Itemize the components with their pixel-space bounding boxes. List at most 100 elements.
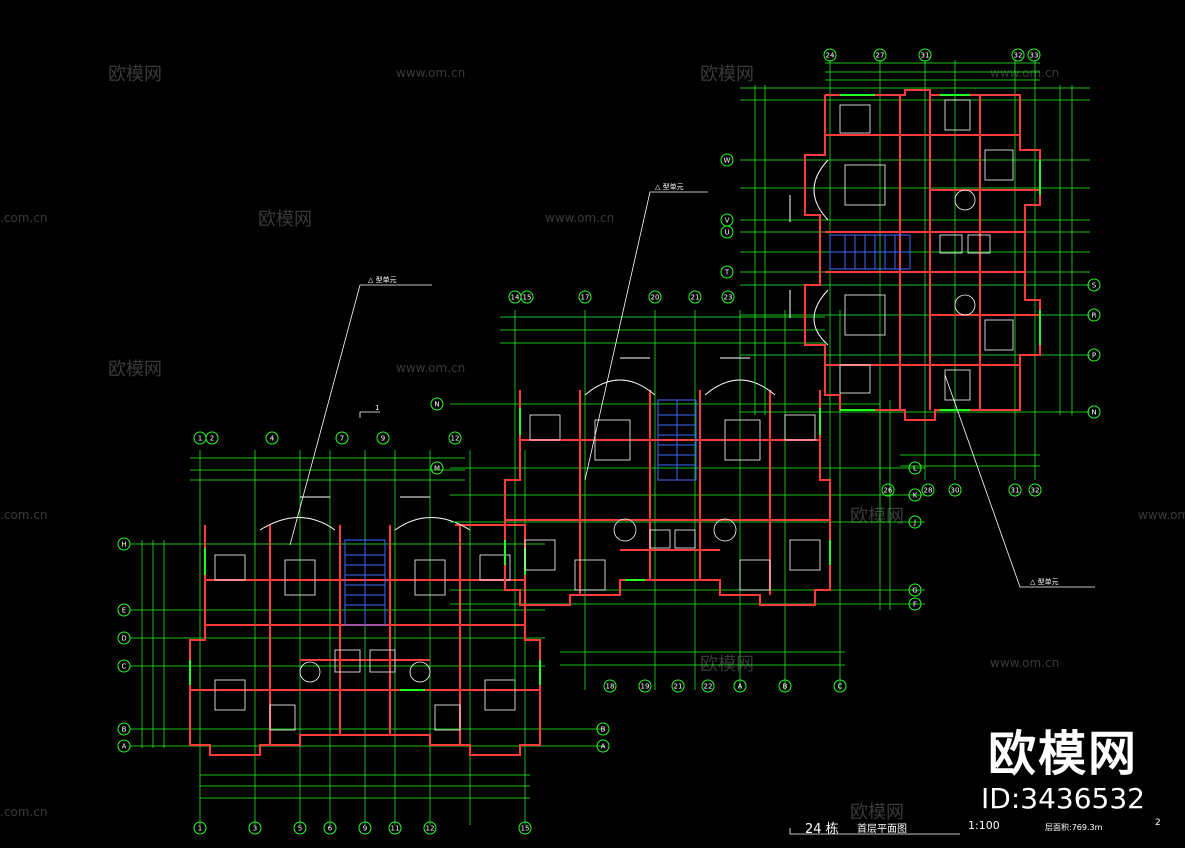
grid-bubble-label: 20 bbox=[651, 294, 660, 302]
annotation-leaders bbox=[289, 191, 1095, 588]
grid-bubble-circle bbox=[205, 431, 219, 445]
grid-bubble-middle-rows: K bbox=[908, 488, 922, 502]
grid-bubble-left-rows: E bbox=[117, 603, 131, 617]
grid-bubble-left-rows: C bbox=[117, 659, 131, 673]
grid-bubble-label: E bbox=[122, 607, 126, 615]
grid-bubble-middle-top: 15 bbox=[520, 290, 534, 304]
grid-bubble-right-rows: S bbox=[1087, 278, 1101, 292]
grid-bubble-circle bbox=[948, 483, 962, 497]
grid-bubble-label: K bbox=[913, 492, 918, 500]
unit-type-label: △ 型单元 bbox=[655, 182, 684, 191]
grid-bubble-circle bbox=[638, 679, 652, 693]
grid-bubble-circle bbox=[701, 679, 715, 693]
grid-bubble-bottom-left: 11 bbox=[388, 821, 402, 835]
grid-bubble-circle bbox=[335, 431, 349, 445]
title-scale: 1:100 bbox=[968, 819, 1000, 832]
grid-bubble-right-bottom: 31 bbox=[1008, 483, 1022, 497]
grid-bubble-circle bbox=[578, 290, 592, 304]
watermark-cn: 欧模网 bbox=[850, 506, 904, 527]
grid-bubble-circle bbox=[908, 461, 922, 475]
right-bays bbox=[789, 159, 829, 346]
brand-name: 欧模网 bbox=[988, 726, 1139, 782]
watermark-url: www.om.cn bbox=[990, 66, 1059, 80]
grid-bubble-label: D bbox=[121, 635, 126, 643]
grid-bubble-circle bbox=[423, 821, 437, 835]
grid-bubble-bottom-left: 3 bbox=[248, 821, 262, 835]
grid-bubble-label: N bbox=[434, 401, 439, 409]
grid-bubble-circle bbox=[376, 431, 390, 445]
grid-bubble-label: 22 bbox=[704, 683, 713, 691]
grid-bubble-circle bbox=[671, 679, 685, 693]
grid-bubble-label: 32 bbox=[1031, 487, 1040, 495]
right-windows bbox=[840, 94, 1041, 411]
watermark-layer: 欧模网 www.om.cn 欧模网 www.om.cn 欧模网 www.om.c… bbox=[0, 64, 1185, 823]
grid-bubble-label: M bbox=[434, 465, 440, 473]
grid-bubble-label: 31 bbox=[1011, 487, 1020, 495]
grid-bubble-circle bbox=[908, 488, 922, 502]
grid-bubble-middle-bottom: 22 bbox=[701, 679, 715, 693]
watermark-cn: 欧模网 bbox=[700, 64, 754, 85]
title-building: 24 栋 bbox=[805, 822, 839, 837]
grid-bubble-label: N bbox=[1091, 409, 1096, 417]
grid-bubble-left-rows: A bbox=[117, 739, 131, 753]
grid-bubble-top-left: 12 bbox=[448, 431, 462, 445]
grid-bubble-label: U bbox=[724, 229, 729, 237]
grid-bubble-top-left: 7 bbox=[335, 431, 349, 445]
grid-bubble-right-top: 33 bbox=[1027, 48, 1041, 62]
grid-bubble-circle bbox=[430, 461, 444, 475]
grid-bubble-circle bbox=[293, 821, 307, 835]
grid-bubble-right-rows-left-block: B bbox=[596, 722, 610, 736]
title-sheet: 2 bbox=[1155, 818, 1161, 828]
grid-bubble-circle bbox=[1008, 483, 1022, 497]
grid-bubble-label: 1 bbox=[198, 825, 202, 833]
watermark-url: www.om.cn bbox=[396, 361, 465, 375]
grid-bubble-circle bbox=[720, 225, 734, 239]
grid-bubble-circle bbox=[518, 821, 532, 835]
watermark-url: .com.cn bbox=[0, 805, 47, 819]
grid-bubble-left-rows: B bbox=[117, 722, 131, 736]
grid-bubble-middle-rows: F bbox=[908, 597, 922, 611]
grid-bubble-left-rows: H bbox=[117, 537, 131, 551]
grid-bubble-label: B bbox=[601, 726, 606, 734]
grid-bubble-label: 28 bbox=[924, 487, 933, 495]
grid-bubble-circle bbox=[881, 483, 895, 497]
middle-building-block bbox=[450, 310, 925, 690]
grid-bubble-label: 9 bbox=[381, 435, 385, 443]
grid-bubble-label: 14 bbox=[511, 294, 520, 302]
grid-bubble-circle bbox=[721, 290, 735, 304]
grid-bubble-label: 18 bbox=[606, 683, 615, 691]
grid-bubble-right-rows: P bbox=[1087, 348, 1101, 362]
grid-bubble-circle bbox=[430, 397, 444, 411]
grid-bubble-middle-bottom: A bbox=[733, 679, 747, 693]
grid-bubble-label: F bbox=[913, 601, 917, 609]
brand-logo: 欧模网 ID:3436532 bbox=[981, 726, 1145, 816]
grid-bubble-label: L bbox=[913, 465, 917, 473]
grid-bubble-circle bbox=[1087, 278, 1101, 292]
middle-bays bbox=[584, 357, 776, 396]
grid-bubble-right-rows: U bbox=[720, 225, 734, 239]
left-stair bbox=[344, 539, 386, 626]
grid-bubble-label: H bbox=[121, 541, 126, 549]
grid-bubble-right-rows: W bbox=[720, 153, 734, 167]
grid-bubble-circle bbox=[117, 537, 131, 551]
grid-bubble-label: 7 bbox=[340, 435, 344, 443]
watermark-url: .com.cn bbox=[0, 211, 47, 225]
left-building-block bbox=[130, 450, 605, 825]
grid-bubble-label: 27 bbox=[876, 52, 885, 60]
grid-bubble-label: 30 bbox=[951, 487, 960, 495]
grid-bubble-circle bbox=[193, 821, 207, 835]
grid-bubble-label: 9 bbox=[363, 825, 367, 833]
watermark-url: www.om.cn bbox=[396, 66, 465, 80]
grid-bubble-label: 21 bbox=[674, 683, 683, 691]
brand-id: ID:3436532 bbox=[981, 782, 1145, 815]
grid-bubble-label: 24 bbox=[826, 52, 835, 60]
grid-bubble-label: 26 bbox=[884, 487, 893, 495]
grid-bubble-right-bottom: 26 bbox=[881, 483, 895, 497]
grid-bubble-bottom-left: 12 bbox=[423, 821, 437, 835]
grid-bubble-middle-bottom: 19 bbox=[638, 679, 652, 693]
grid-bubble-label: 11 bbox=[391, 825, 400, 833]
grid-bubble-circle bbox=[117, 659, 131, 673]
watermark-url: .com.cn bbox=[0, 508, 47, 522]
grid-bubble-circle bbox=[1087, 308, 1101, 322]
grid-bubble-label: 3 bbox=[253, 825, 257, 833]
